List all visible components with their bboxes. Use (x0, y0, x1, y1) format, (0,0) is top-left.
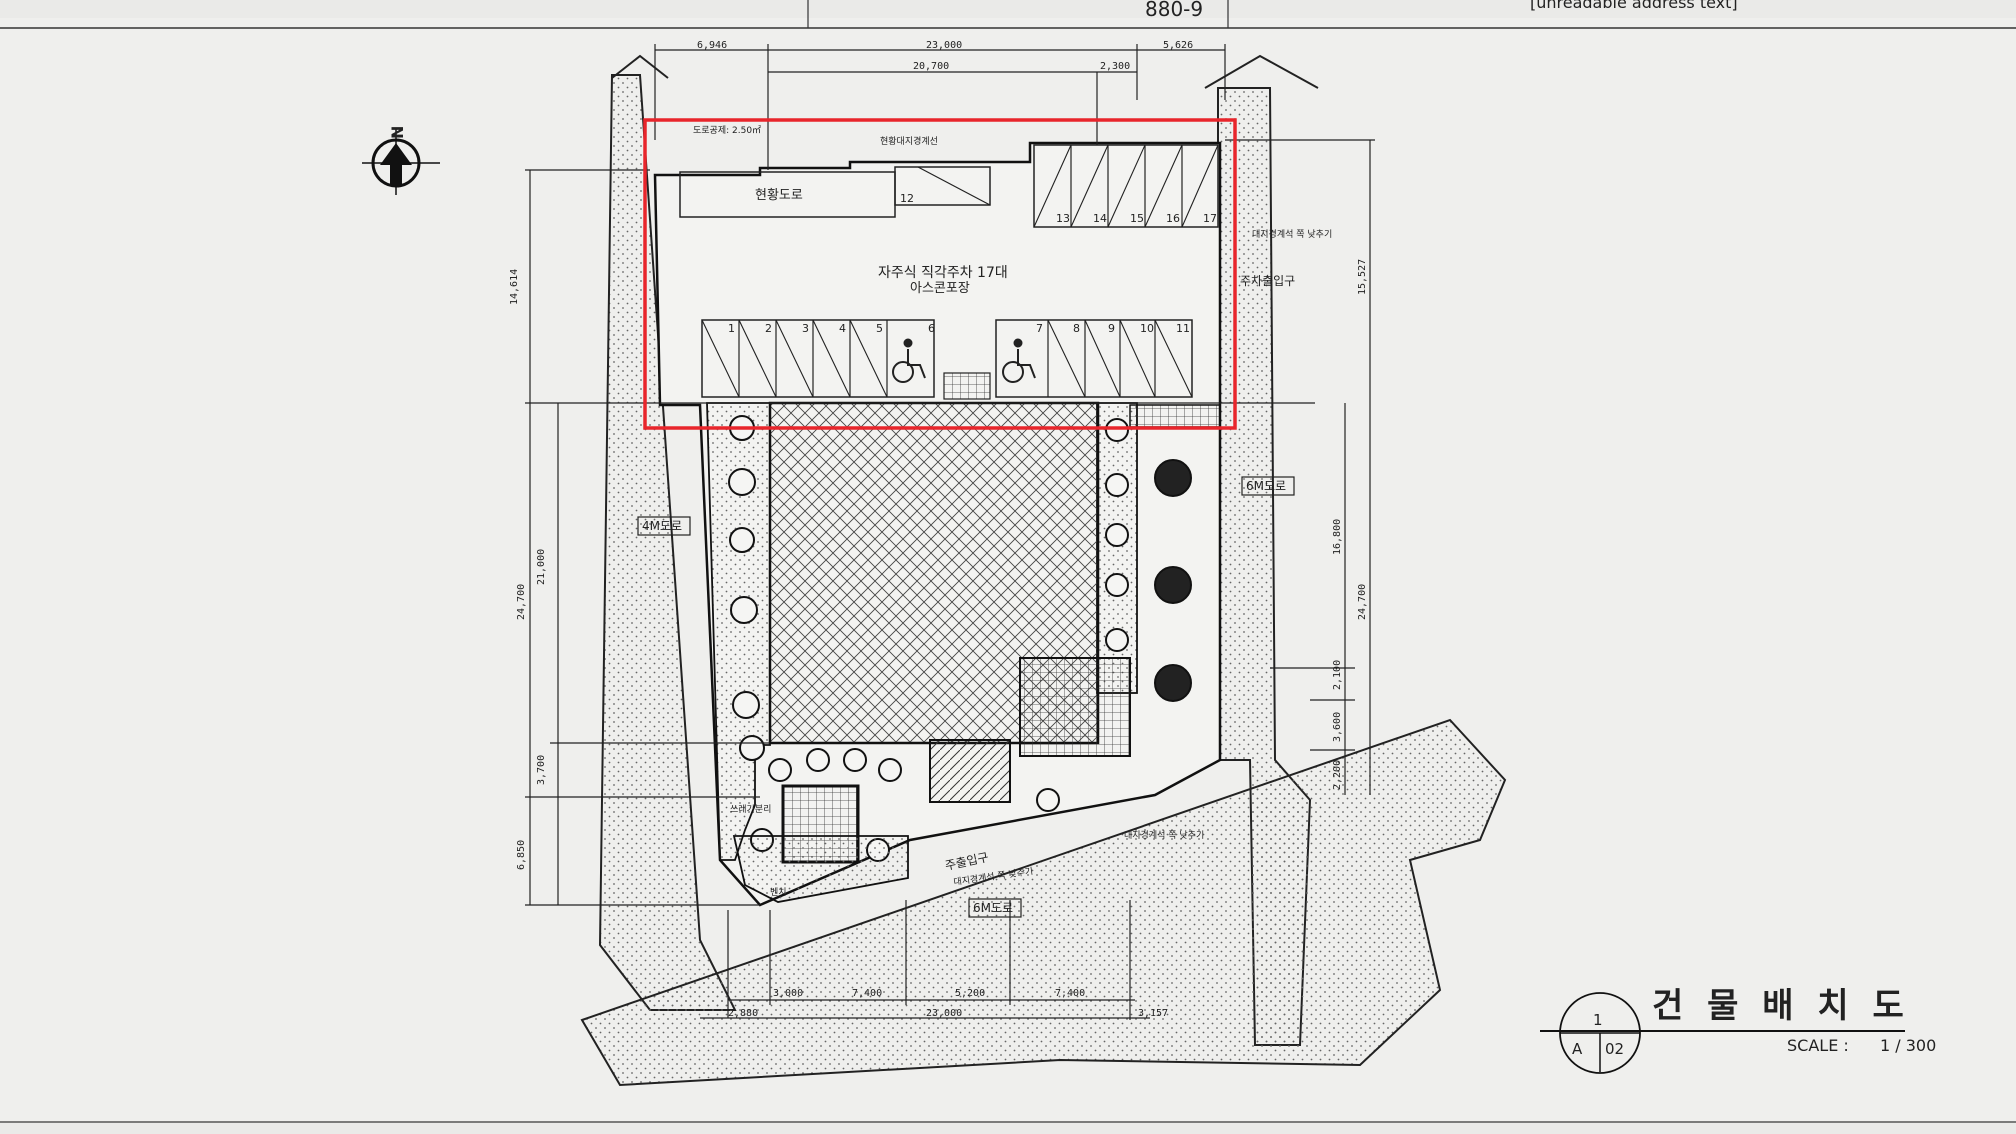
parking-number-10: 10 (1140, 322, 1154, 335)
parking-number-5: 5 (876, 322, 883, 335)
parking-title: 자주식 직각주차 17대 (878, 265, 1008, 281)
dim-bottom-4: 7,400 (1055, 988, 1085, 999)
dim-right-2: 16,800 (1332, 519, 1343, 555)
road-6m-bottom-label: 6M도로 (973, 901, 1013, 915)
accessible-parking-icon (892, 338, 926, 383)
parking-number-2: 2 (765, 322, 772, 335)
entrance-steps (943, 372, 991, 400)
large-tree-icons (1154, 459, 1192, 702)
dim-left-1: 14,614 (509, 269, 520, 305)
garbage-label: 쓰레기분리 (730, 804, 771, 815)
dim-left-5: 6,850 (516, 840, 527, 870)
dim-top-2: 23,000 (926, 40, 962, 51)
scale-value: 1 / 300 (1880, 1036, 1936, 1055)
stair-core (929, 739, 1011, 803)
parking-number-15: 15 (1130, 212, 1144, 225)
parking-number-13: 13 (1056, 212, 1070, 225)
building-annex (1019, 657, 1131, 757)
sheet-number: 02 (1605, 1040, 1624, 1058)
bench-label: 벤치 (770, 886, 787, 898)
parking-number-4: 4 (839, 322, 846, 335)
boundary-note-top: 대지경계석 쪽 낮추기 (1252, 228, 1332, 240)
dim-right-6: 2,200 (1332, 760, 1343, 790)
road-west-arrow-icon (611, 54, 669, 79)
existing-road-label: 현황도로 (755, 188, 803, 203)
header-address: [unreadable address text] (1530, 0, 1738, 12)
parking-surface: 아스콘포장 (910, 281, 970, 296)
parking-number-1: 1 (728, 322, 735, 335)
parking-top-row: 13 14 15 16 17 (1033, 144, 1219, 228)
view-number: 1 (1593, 1011, 1603, 1029)
dimension-lines (525, 44, 1375, 1020)
parking-number-12: 12 (900, 192, 914, 205)
scale-label: SCALE : (1787, 1036, 1849, 1055)
dim-top-1: 6,946 (697, 40, 727, 51)
dim-bottom-1: 3,000 (773, 988, 803, 999)
sheet-prefix: A (1572, 1040, 1583, 1058)
parking-number-6: 6 (928, 322, 935, 335)
accessible-parking-icon-2 (1002, 338, 1036, 383)
dim-top-5: 2,300 (1100, 61, 1130, 72)
road-east-arrow-icon (1204, 54, 1319, 89)
highlight-box (643, 118, 1237, 430)
south-planter (732, 835, 909, 903)
boundary-note-mid: 대지경계석 쪽 낮추기 (1124, 829, 1204, 841)
dim-left-3: 21,000 (536, 549, 547, 585)
dim-bottom-2: 7,400 (852, 988, 882, 999)
parking-bottom-row: 1 2 3 4 5 6 7 8 9 10 11 (701, 319, 1193, 398)
dim-top-3: 5,626 (1163, 40, 1193, 51)
parking-number-7: 7 (1036, 322, 1043, 335)
parking-number-8: 8 (1073, 322, 1080, 335)
dim-bottom-6: 23,000 (926, 1008, 962, 1019)
dim-bottom-5: 2,880 (728, 1008, 758, 1019)
parking-number-3: 3 (802, 322, 809, 335)
dim-left-2: 24,700 (516, 584, 527, 620)
dim-right-3: 24,700 (1357, 584, 1368, 620)
dim-right-4: 2,100 (1332, 660, 1343, 690)
road-south (580, 718, 1507, 1087)
drawing-title: 건 물 배 치 도 (1652, 986, 1910, 1026)
dimension-texts: 6,946 23,000 5,626 20,700 2,300 3,000 7,… (509, 40, 1368, 1019)
north-arrow-icon: N (362, 126, 440, 195)
title-block: 1 A 02 건 물 배 치 도 SCALE : 1 / 300 (1540, 986, 1936, 1074)
road-4m-label: 4M도로 (642, 519, 682, 533)
north-label: N (388, 126, 407, 139)
dim-left-4: 3,700 (536, 755, 547, 785)
parking-space-12 (894, 166, 991, 206)
dim-bottom-7: 3,157 (1138, 1008, 1168, 1019)
paving-strip-east (1129, 404, 1221, 428)
dim-right-5: 3,600 (1332, 712, 1343, 742)
parking-number-16: 16 (1166, 212, 1180, 225)
parking-number-11: 11 (1176, 322, 1190, 335)
parking-number-14: 14 (1093, 212, 1107, 225)
road-6m-right-label: 6M도로 (1246, 479, 1286, 493)
dim-bottom-3: 5,200 (955, 988, 985, 999)
dim-right-1: 15,527 (1357, 259, 1368, 295)
parking-entrance-label: 주차출입구 (1240, 274, 1295, 288)
lot-number: 880-9 (1145, 0, 1203, 21)
site-line-label: 현황대지경계선 (880, 135, 938, 147)
parking-number-17: 17 (1203, 212, 1217, 225)
dim-top-4: 20,700 (913, 61, 949, 72)
parking-number-9: 9 (1108, 322, 1115, 335)
road-deduction-label: 도로공제: 2.50㎡ (693, 125, 761, 136)
